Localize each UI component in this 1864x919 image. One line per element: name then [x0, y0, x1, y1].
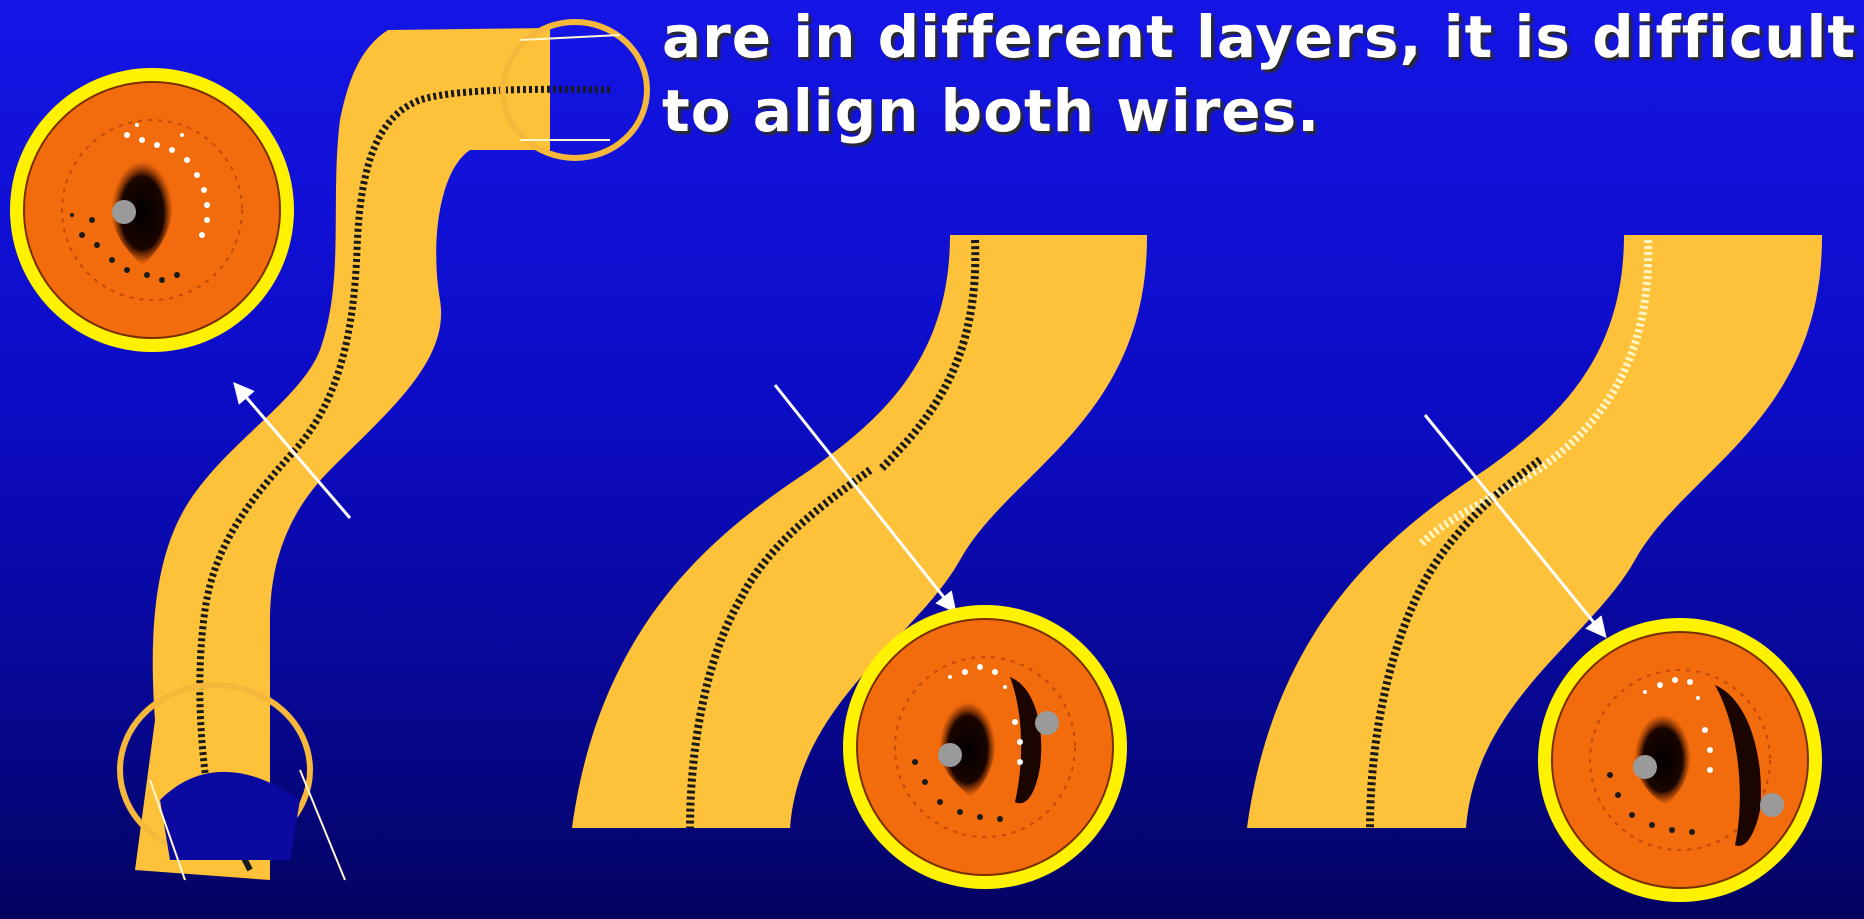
wire-dot-2 [1035, 711, 1059, 735]
cross-section-left [10, 68, 294, 352]
wire-dot-1 [938, 743, 962, 767]
cross-section-middle [843, 605, 1127, 889]
wire-dot-1 [1633, 755, 1657, 779]
wire-dot [112, 200, 136, 224]
cross-section-right [1538, 618, 1822, 902]
bottom-ring-dark [160, 772, 300, 860]
wire-dot-2 [1760, 793, 1784, 817]
